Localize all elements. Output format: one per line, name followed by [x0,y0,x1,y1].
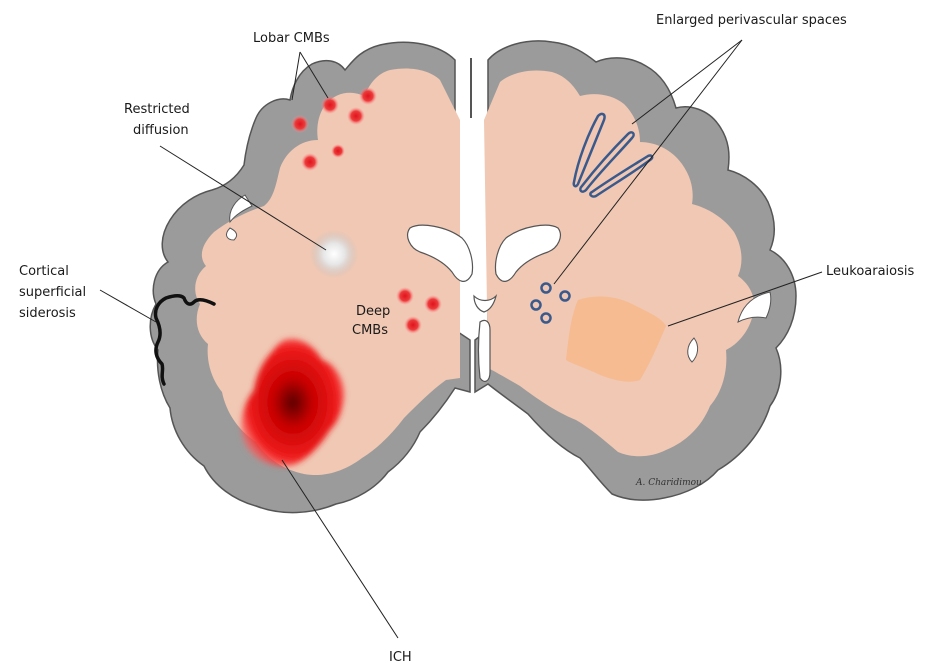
lobar-cmb [331,144,345,158]
lobar-cmb [291,115,309,133]
lobar-cmb [301,153,319,171]
label-siderosis-line2: superficial [19,285,86,300]
deep-cmb [404,316,422,334]
deep-cmb [424,295,442,313]
label-siderosis-line3: siderosis [19,306,76,321]
label-ich: ICH [389,650,412,665]
label-enlarged-pvs: Enlarged perivascular spaces [656,13,847,28]
label-leukoaraiosis: Leukoaraiosis [826,264,914,279]
lobar-cmb [359,87,377,105]
deep-cmb [396,287,414,305]
label-lobar-cmbs: Lobar CMBs [253,31,330,46]
lobar-cmb [347,107,365,125]
label-siderosis-line1: Cortical [19,264,69,279]
restricted-diffusion-lesion [310,230,358,278]
label-restricted-diffusion-line2: diffusion [133,123,189,138]
lobar-cmb [321,96,339,114]
artist-signature: A. Charidimou [635,478,702,488]
label-restricted-diffusion-line1: Restricted [124,102,190,117]
third-ventricle-lower [479,320,491,381]
label-deep-cmbs-line1: Deep [356,304,390,319]
label-deep-cmbs-line2: CMBs [352,323,388,338]
leader-siderosis [100,290,156,322]
